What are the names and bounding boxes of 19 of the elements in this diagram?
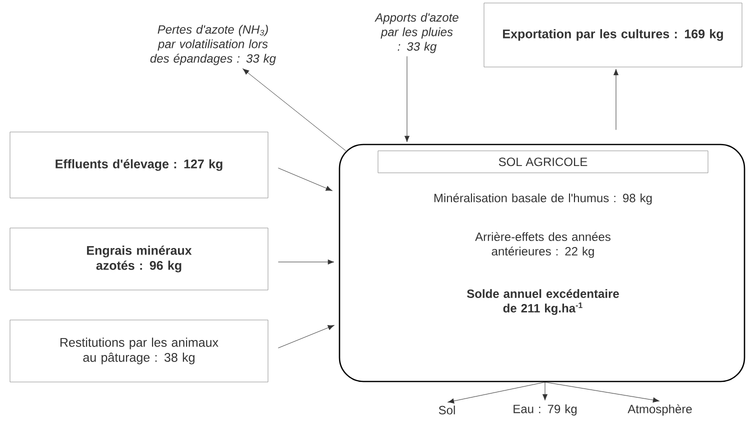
arrow bbox=[542, 382, 548, 400]
arrow bbox=[404, 56, 410, 142]
arrow bbox=[613, 68, 619, 130]
arrow bbox=[278, 325, 334, 348]
arrow bbox=[242, 68, 346, 152]
flow-label: Apports d'azote par les pluies : 33 kg bbox=[374, 12, 458, 54]
arrow bbox=[448, 382, 546, 404]
arrow bbox=[544, 382, 660, 403]
header-box: SOL AGRICOLE bbox=[378, 150, 708, 174]
flow-label: Sol bbox=[438, 406, 455, 414]
arrow bbox=[278, 168, 332, 191]
text-box: Restitutions par les animaux au pâturage : 38 kg bbox=[10, 320, 268, 382]
flow-label: Atmosphère bbox=[628, 404, 692, 416]
text-box: Exportation par les cultures : 169 kg bbox=[484, 2, 742, 68]
text-box: Engrais minéraux azotés : 96 kg bbox=[10, 228, 268, 290]
arrow bbox=[278, 259, 334, 265]
text-box: Effluents d'élevage : 127 kg bbox=[10, 132, 268, 198]
flow-label: Pertes d'azote (NH$_{3}$) par volatilisation lors des épandages : 33 kg bbox=[150, 24, 276, 66]
flow-label: Eau : 79 kg bbox=[514, 404, 577, 416]
